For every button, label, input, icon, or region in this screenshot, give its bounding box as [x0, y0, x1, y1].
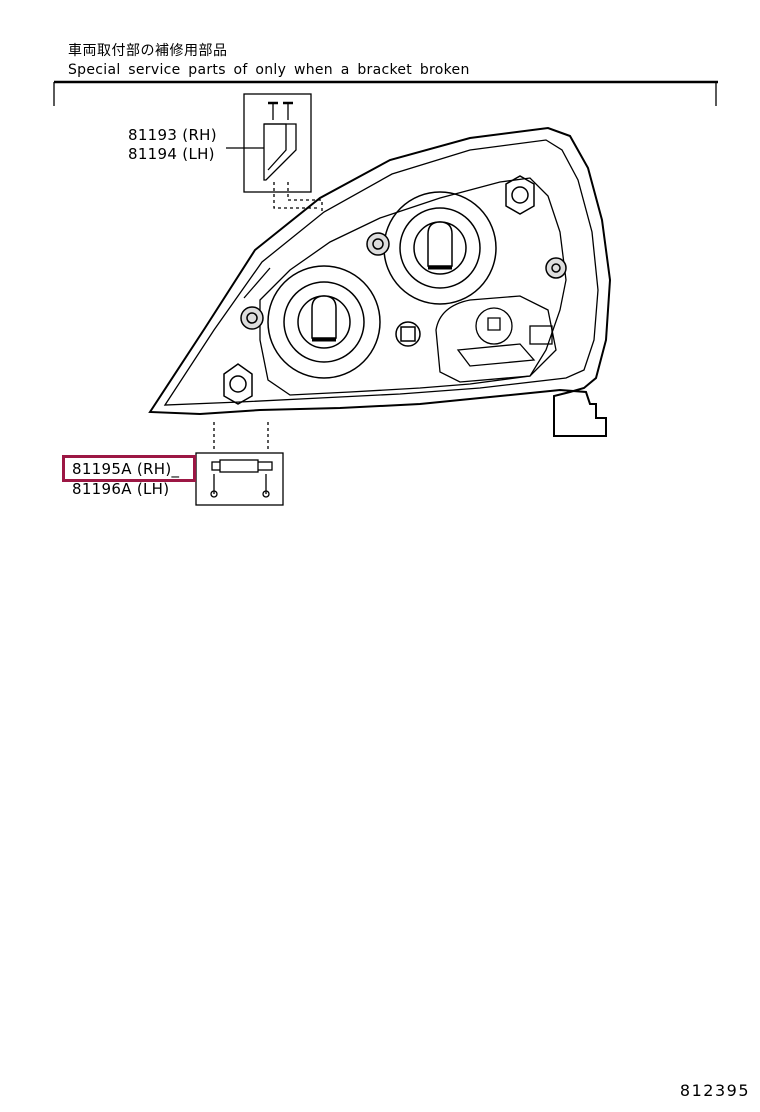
- aiming-adjusters: [223, 175, 567, 405]
- header-title-en: Special service parts of only when a bra…: [68, 62, 470, 78]
- headlamp-housing: [148, 126, 612, 437]
- part-highlight-box: [62, 455, 196, 482]
- lower-panel: [435, 295, 557, 383]
- high-beam-bowl: [383, 191, 497, 305]
- part-label-81196a[interactable]: 81196A (LH): [72, 480, 170, 498]
- header-bracket: [53, 80, 718, 106]
- part-label-81194[interactable]: 81194 (LH): [128, 145, 215, 163]
- upper-bracket-inset: [226, 93, 323, 214]
- part-label-81195a[interactable]: 81195A (RH)_: [72, 460, 180, 478]
- page-code: 812395: [679, 1081, 750, 1100]
- low-beam-bowl: [267, 265, 381, 379]
- lower-bracket-inset: [195, 422, 284, 506]
- part-label-81193[interactable]: 81193 (RH): [128, 126, 217, 144]
- header-title-jp: 車両取付部の補修用部品: [68, 43, 228, 59]
